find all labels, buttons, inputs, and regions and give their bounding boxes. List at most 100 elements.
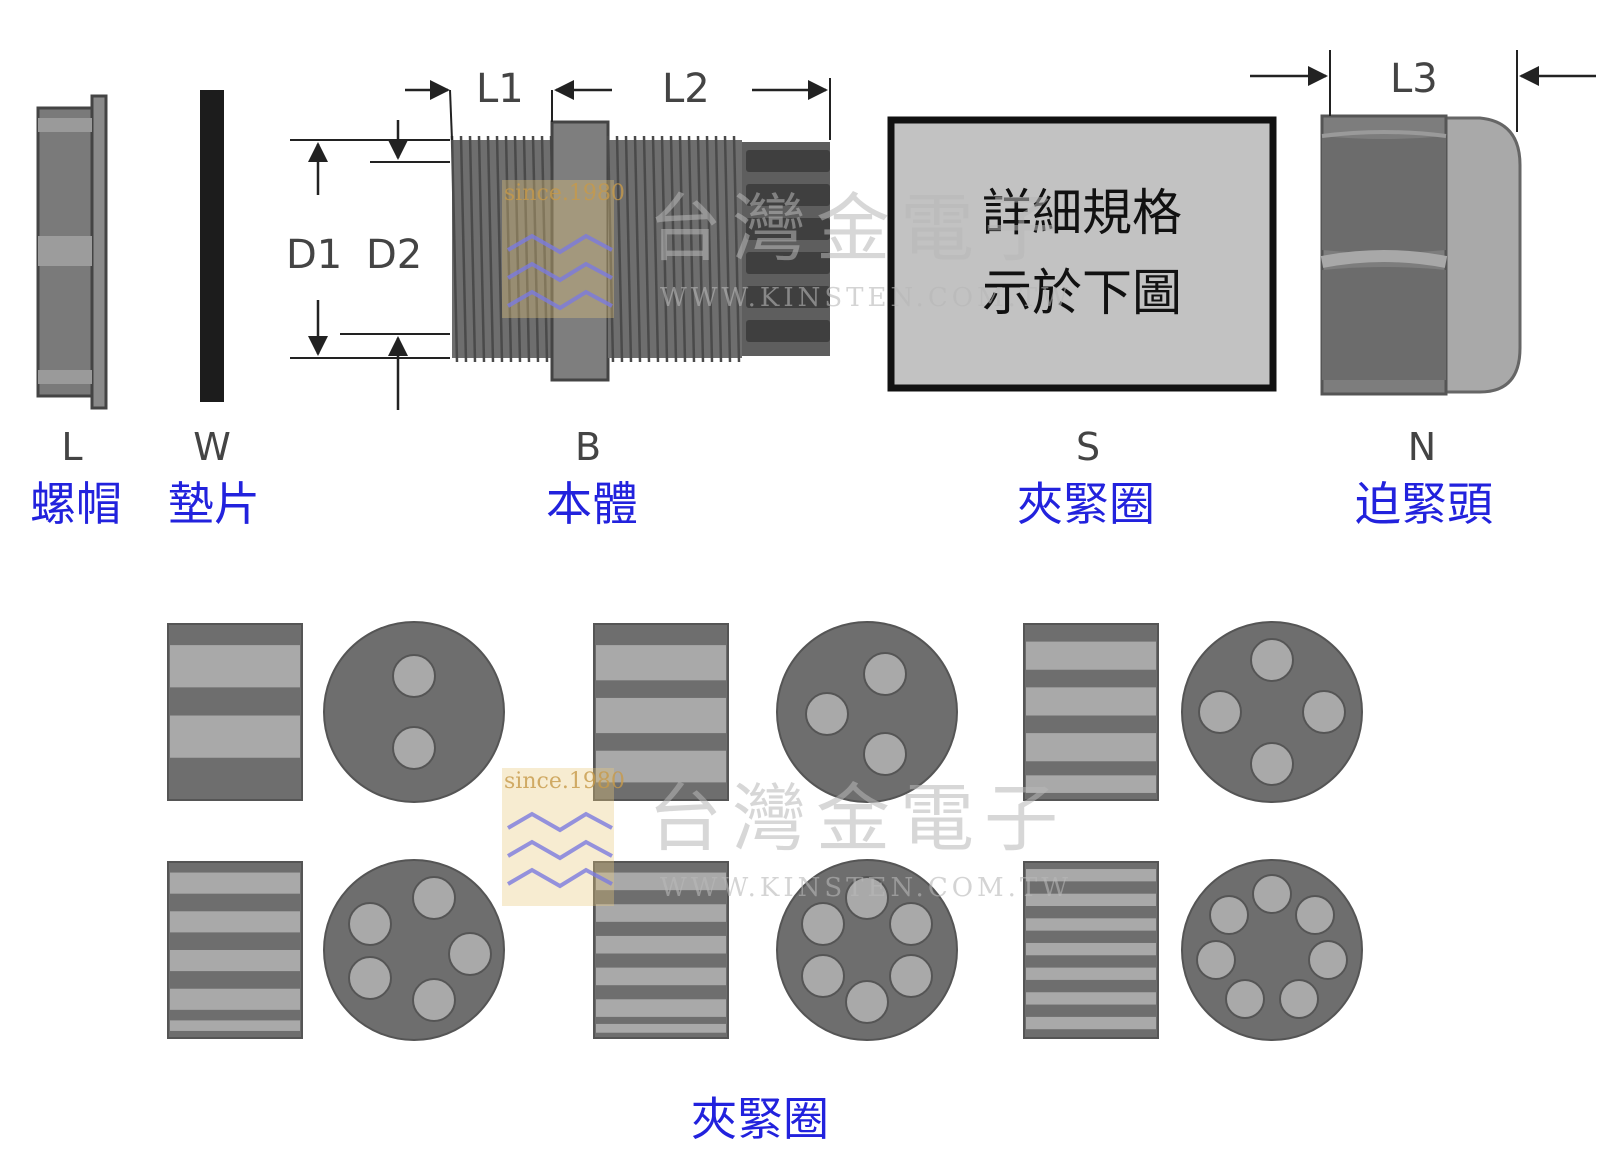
insert-side-stripe bbox=[170, 950, 300, 972]
watermark-company-bottom: 台灣金電子 bbox=[648, 776, 1068, 862]
dim-label-d2: D2 bbox=[366, 232, 422, 278]
insert-hole bbox=[348, 902, 392, 946]
insert-side-stripe bbox=[1026, 869, 1156, 882]
insert-side-stripe bbox=[596, 750, 726, 783]
note-line-2: 示於下圖 bbox=[982, 264, 1182, 322]
insert-hole bbox=[889, 902, 933, 946]
thread-line bbox=[624, 135, 633, 363]
thread-line bbox=[459, 135, 468, 363]
finger bbox=[746, 320, 830, 342]
insert-hole bbox=[1302, 690, 1346, 734]
thread-line bbox=[486, 135, 495, 363]
thread-line bbox=[495, 135, 504, 363]
washer-drawing bbox=[200, 90, 224, 402]
insert-side-stripe bbox=[596, 967, 726, 986]
insert-hole bbox=[1308, 940, 1348, 980]
dim-label-l2: L2 bbox=[662, 66, 710, 112]
insert-side-stripe bbox=[596, 904, 726, 922]
finger bbox=[746, 286, 830, 308]
name-lock-nut: 螺帽 bbox=[30, 477, 122, 531]
watermark-url-top: WWW.KINSTEN.COM.TW bbox=[660, 283, 1072, 313]
insert-side-stripe bbox=[1026, 1016, 1156, 1030]
insert-hole bbox=[1295, 895, 1335, 935]
finger bbox=[746, 252, 830, 274]
insert-side-stripe bbox=[596, 1023, 726, 1033]
thread-line bbox=[450, 135, 459, 363]
insert-hole bbox=[801, 902, 845, 946]
insert-side-stripe bbox=[1026, 687, 1156, 716]
insert-side-stripe bbox=[596, 935, 726, 954]
insert-side-stripe bbox=[170, 645, 300, 688]
thread-line bbox=[723, 135, 732, 363]
insert-hole bbox=[1196, 940, 1236, 980]
name-sealing-nut: 迫緊頭 bbox=[1355, 477, 1493, 531]
insert-side-stripe bbox=[596, 999, 726, 1017]
thread-line bbox=[705, 135, 714, 363]
insert-hole bbox=[845, 876, 889, 920]
thread-line bbox=[732, 135, 741, 363]
thread-line bbox=[678, 135, 687, 363]
body-drawing: L1 L2 D1 D2 bbox=[286, 66, 831, 410]
insert-hole bbox=[1209, 895, 1249, 935]
insert-hole bbox=[1198, 690, 1242, 734]
lock-nut-drawing bbox=[36, 94, 108, 410]
body-fingers bbox=[742, 142, 830, 356]
component-labels: L 螺帽 W 墊片 B 本體 S 夾緊圈 N 迫緊頭 bbox=[30, 425, 1493, 531]
insert-hole bbox=[863, 732, 907, 776]
dim-label-d1: D1 bbox=[286, 232, 342, 278]
letter-washer: W bbox=[193, 425, 231, 469]
insert-side-stripe bbox=[1026, 967, 1156, 980]
thread-line bbox=[531, 135, 540, 363]
insert-side-stripe bbox=[1026, 641, 1156, 670]
insert-hole bbox=[1225, 979, 1265, 1019]
insert-hole bbox=[889, 954, 933, 998]
insert-side-stripe bbox=[596, 697, 726, 734]
watermark-since-top: since.1980 bbox=[504, 181, 625, 206]
spec-note-box: 詳細規格 示於下圖 bbox=[887, 116, 1277, 392]
insert-side-stripe bbox=[1026, 918, 1156, 931]
thread-line bbox=[669, 135, 678, 363]
thread-line bbox=[513, 135, 522, 363]
letter-seal: S bbox=[1076, 425, 1100, 469]
thread-line bbox=[687, 135, 696, 363]
insert-hole bbox=[801, 954, 845, 998]
watermark-company-top: 台灣金電子 bbox=[648, 186, 1068, 272]
thread-line bbox=[651, 135, 660, 363]
insert-hole bbox=[1252, 874, 1292, 914]
insert-side-stripe bbox=[170, 1020, 300, 1031]
insert-hole bbox=[805, 692, 849, 736]
watermark-bottom: since.1980 台灣金電子 WWW.KINSTEN.COM.TW bbox=[502, 768, 1072, 906]
note-line-1: 詳細規格 bbox=[982, 184, 1182, 242]
insert-hole bbox=[845, 980, 889, 1024]
thread-line bbox=[714, 135, 723, 363]
thread-line bbox=[468, 135, 477, 363]
insert-hole bbox=[1250, 638, 1294, 682]
thread-line bbox=[642, 135, 651, 363]
insert-side-stripe bbox=[1026, 992, 1156, 1005]
letter-sealing-nut: N bbox=[1408, 425, 1436, 469]
insert-hole bbox=[392, 726, 436, 770]
insert-hole bbox=[448, 932, 492, 976]
finger bbox=[746, 150, 830, 172]
insert-hole bbox=[412, 876, 456, 920]
insert-side-stripe bbox=[1026, 775, 1156, 793]
insert-side-stripe bbox=[596, 645, 726, 681]
body-thread-right bbox=[606, 135, 742, 363]
name-body: 本體 bbox=[546, 477, 638, 531]
watermark-top: since.1980 台灣金電子 WWW.KINSTEN.COM.TW bbox=[502, 180, 1072, 318]
sealing-nut-drawing: L3 bbox=[1250, 50, 1596, 396]
inserts-label: 夾緊圈 bbox=[691, 1092, 829, 1146]
watermark-since-bottom: since.1980 bbox=[504, 769, 625, 794]
insert-hole bbox=[863, 652, 907, 696]
insert-end-disk bbox=[323, 621, 505, 803]
watermark-url-bottom: WWW.KINSTEN.COM.TW bbox=[660, 873, 1072, 903]
thread-line bbox=[696, 135, 705, 363]
letter-body: B bbox=[575, 425, 601, 469]
letter-lock-nut: L bbox=[61, 425, 82, 469]
thread-line bbox=[660, 135, 669, 363]
insert-side-stripe bbox=[170, 911, 300, 933]
insert-end-disk bbox=[776, 621, 958, 803]
thread-line bbox=[522, 135, 531, 363]
insert-side-stripe bbox=[170, 988, 300, 1010]
